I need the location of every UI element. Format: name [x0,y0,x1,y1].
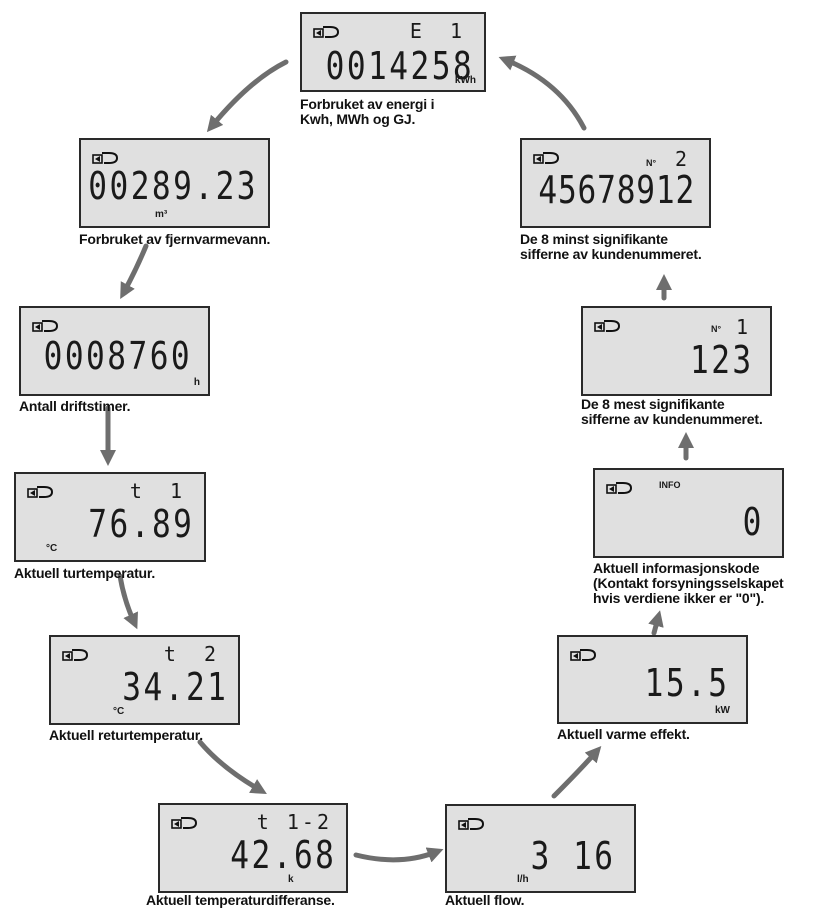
tap-icon [313,26,340,38]
arrow-returntemp-to-tempdiff [197,739,267,795]
arrow-energy-to-volume [206,59,289,133]
caption-info: Aktuell informasjonskode (Kontakt forsyn… [593,560,784,606]
display-value: 0014258 [325,44,474,88]
lcd-customer-high: N° 1 123 [581,306,772,396]
caption-power: Aktuell varme effekt. [557,726,690,742]
arrow-flowtemp-to-returntemp [117,573,138,630]
indicator-1: 1 [735,315,756,339]
indicator-t2: t 2 [163,642,224,666]
tap-icon [32,320,59,332]
caption-flow: Aktuell flow. [445,892,525,908]
info-label: INFO [659,480,681,490]
caption-customer-low: De 8 minst signifikante sifferne av kund… [520,231,702,262]
arrow-tempdiff-to-flow [353,847,444,863]
display-value: 45678912 [538,168,695,212]
lcd-temperature-difference: t 1-2 42.68 k [158,803,348,893]
tap-icon [570,649,597,661]
unit-label: k [288,874,294,885]
lcd-volume: 00289.23 m³ [79,138,270,228]
tap-icon [594,320,621,332]
unit-label: h [193,377,200,388]
tap-icon [62,649,89,661]
display-value: 34.21 [121,665,228,709]
arrow-flow-to-power [551,746,602,799]
display-value: 42.68 [229,833,336,877]
lcd-flow: 3 16 l/h [445,804,636,893]
display-value: 123 [690,338,754,382]
customer-number-label: N° [711,324,722,334]
lcd-energy: E 1 0014258 kWh [300,12,486,92]
indicator-e1: E 1 [409,19,470,43]
caption-hours: Antall driftstimer. [19,398,131,414]
tap-icon [171,817,198,829]
display-value: 3 16 [531,834,616,878]
indicator-t1-2: t 1-2 [256,810,332,834]
tap-icon [533,152,560,164]
customer-number-label: N° [646,158,657,168]
tap-icon [92,152,119,164]
unit-label: kW [715,705,730,716]
lcd-return-temperature: t 2 34.21 °C [49,635,240,725]
lcd-power: 15.5 kW [557,635,748,724]
indicator-2: 2 [674,147,695,171]
lcd-customer-low: N° 2 45678912 [520,138,711,228]
display-value: 15.5 [645,661,730,705]
display-value: 76.89 [87,502,194,546]
caption-return-temperature: Aktuell returtemperatur. [49,727,203,743]
lcd-flow-temperature: t 1 76.89 °C [14,472,206,562]
arrow-customerlow-to-energy [498,55,587,131]
indicator-t1: t 1 [129,479,190,503]
caption-volume: Forbruket av fjernvarmevann. [79,231,271,247]
unit-label: °C [113,706,125,717]
lcd-hours: 0008760 h [19,306,210,396]
caption-temperature-difference: Aktuell temperaturdifferanse. [146,892,335,908]
caption-customer-high: De 8 mest signifikante sifferne av kunde… [581,396,763,427]
unit-label: m³ [155,209,168,220]
display-value: 0008760 [43,334,192,378]
tap-icon [27,486,54,498]
arrow-volume-to-hours [120,243,149,300]
tap-icon [458,818,485,830]
unit-label: l/h [517,874,529,885]
unit-label: °C [46,543,58,554]
display-value: 0 [742,500,764,544]
caption-flow-temperature: Aktuell turtemperatur. [14,565,156,581]
tap-icon [606,482,633,494]
caption-energy: Forbruket av energi i Kwh, MWh og GJ. [300,96,435,127]
arrow-power-to-info [648,610,664,636]
lcd-info: INFO 0 [593,468,784,558]
unit-label: kWh [454,75,476,86]
display-value: 00289.23 [88,164,258,208]
